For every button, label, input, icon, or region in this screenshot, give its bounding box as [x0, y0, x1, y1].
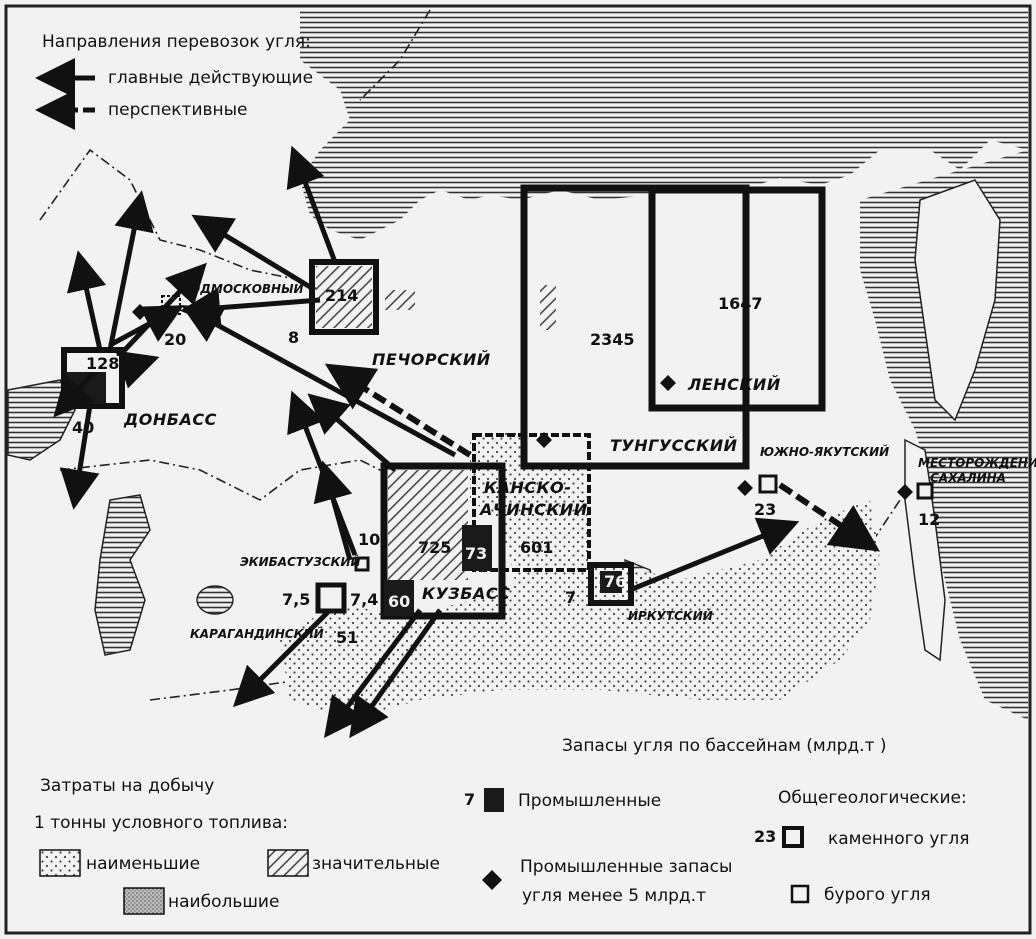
legend-lowest: наименьшие: [86, 854, 201, 874]
value-kansk: 601: [520, 538, 554, 557]
value-karaganda-b: 7,4: [350, 590, 379, 609]
box-sakhalin: [916, 482, 934, 500]
legend-box-hard: [782, 826, 804, 848]
box-tunguska: [520, 184, 750, 470]
kamchatka: [914, 179, 1001, 422]
ind-kuzbass-b: [384, 580, 414, 616]
legend-swatch-highest: [123, 887, 165, 915]
legend-costs-title-2: 1 тонны условного топлива:: [34, 813, 289, 833]
value-south-yakut: 23: [754, 500, 777, 519]
box-karaganda: [315, 582, 347, 614]
legend-general-title: Общегеологические:: [778, 788, 967, 808]
legend-costs-title-1: Затраты на добычу: [40, 776, 215, 796]
value-donbass-ind: 40: [72, 418, 95, 437]
region-significant-pechora: [316, 266, 372, 328]
label-podmoskovny: ПОДМОСКОВНЫЙ: [180, 282, 304, 296]
label-kansk-2: АЧИНСКИЙ: [480, 500, 588, 519]
legend-prospective-routes: перспективные: [108, 100, 248, 120]
box-lena: [648, 186, 826, 412]
main-routes: [53, 145, 800, 739]
value-tunguska: 2345: [590, 330, 635, 349]
legend-swatch-significant: [267, 849, 309, 877]
label-irkutsk: ИРКУТСКИЙ: [628, 609, 713, 623]
value-pechora-total: 214: [325, 286, 359, 305]
label-lensky: ЛЕНСКИЙ: [688, 375, 781, 394]
label-pechorsky: ПЕЧОРСКИЙ: [372, 350, 491, 369]
value-irkutsk-total: 76: [604, 572, 627, 591]
label-tungussky: ТУНГУССКИЙ: [610, 436, 738, 455]
legend-industrial-value: 7: [464, 790, 476, 809]
prospective-routes: [324, 363, 880, 552]
legend-box-brown: [790, 884, 810, 904]
label-sakhalin-2: САХАЛИНА: [930, 471, 1006, 485]
legend-hard-value: 23: [754, 827, 777, 846]
label-sakhalin-1: МЕСТОРОЖДЕНИЯ: [918, 456, 1036, 470]
ind-kuzbass-a: [462, 525, 492, 571]
box-ekibastuz: [354, 556, 370, 572]
country-border: [39, 9, 901, 701]
sakhalin-island: [904, 438, 946, 662]
legend-brown-coal: бурого угля: [824, 885, 931, 905]
legend-significant: значительные: [312, 854, 440, 874]
region-significant-pechora-2: [385, 290, 415, 310]
caspian-sea: [94, 494, 151, 656]
legend-main-routes: главные действующие: [108, 68, 314, 88]
aral-sea: [196, 585, 234, 615]
legend-hard-coal: каменного угля: [828, 829, 970, 849]
label-ekibastuz: ЭКИБАСТУЗСКИЙ: [240, 555, 361, 569]
region-significant-tunguska: [540, 285, 556, 330]
box-south-yakut: [758, 474, 778, 494]
region-significant-kuzbass: [388, 470, 468, 580]
value-karaganda-c: 51: [336, 628, 359, 647]
legend-industrial: Промышленные: [518, 791, 662, 811]
value-karaganda-a: 7,5: [282, 590, 311, 609]
legend-transport-title: Направления перевозок угля:: [42, 32, 311, 52]
label-karaganda: КАРАГАНДИНСКИЙ: [190, 627, 324, 641]
legend-swatch-lowest: [39, 849, 81, 877]
legend-small-reserves-2: угля менее 5 млрд.т: [522, 886, 706, 906]
legend-diamond: [482, 870, 502, 890]
label-kansk-1: КАНСКО-: [484, 478, 572, 497]
region-low-cost: [280, 500, 880, 720]
label-donbass: ДОНБАСС: [124, 410, 217, 429]
value-donbass-total: 128: [86, 354, 120, 373]
value-kuzbass-ind-a: 73: [465, 544, 488, 563]
label-kuzbass: КУЗБАСС: [422, 584, 511, 603]
value-pechora-ind: 8: [288, 328, 300, 347]
value-irkutsk-ind: 7: [565, 588, 577, 607]
box-kuzbass: [380, 462, 506, 620]
ind-irkutsk: [600, 571, 622, 593]
value-sakhalin: 12: [918, 510, 941, 529]
value-ekibastuz: 10: [358, 530, 381, 549]
arctic-ocean: [300, 10, 1028, 240]
box-pechora: [309, 259, 379, 335]
legend-reserves-title: Запасы угля по бассейнам (млрд.т ): [562, 736, 887, 756]
value-podmoskovny: 20: [164, 330, 187, 349]
legend-highest: наибольшие: [168, 892, 280, 912]
value-kuzbass-ind-b: 60: [388, 592, 411, 611]
value-kuzbass-total: 725: [418, 538, 452, 557]
box-kansk: [472, 433, 591, 572]
box-irkutsk: [588, 562, 634, 606]
legend-swatch-industrial: [484, 788, 504, 812]
legend-small-reserves-1: Промышленные запасы: [520, 857, 733, 877]
label-south-yakut: ЮЖНО-ЯКУТСКИЙ: [760, 445, 890, 459]
value-lena: 1647: [718, 294, 763, 313]
